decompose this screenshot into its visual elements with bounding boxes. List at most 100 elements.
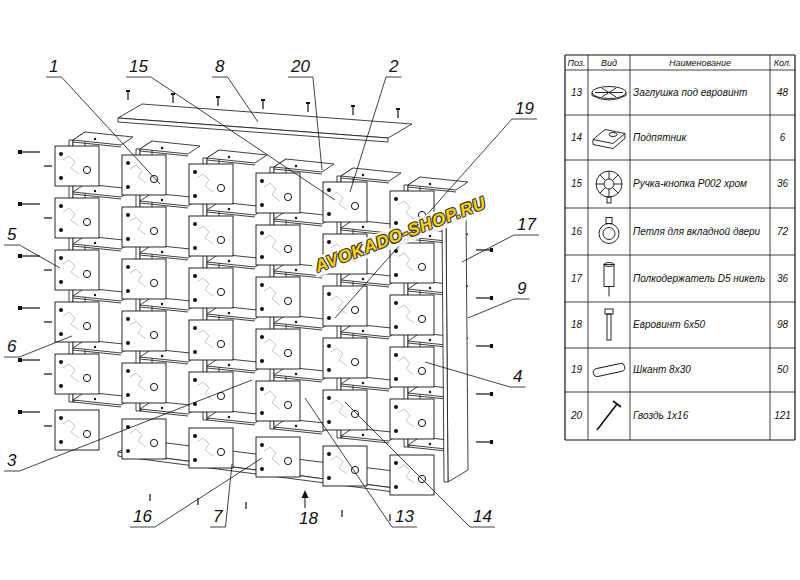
screw-mark xyxy=(172,95,173,103)
hinge-dot xyxy=(193,434,197,438)
dowel-icon xyxy=(593,363,626,377)
hinge-dot xyxy=(59,332,63,336)
hinge-dot xyxy=(260,443,264,447)
cap-icon xyxy=(592,87,626,99)
pad-edge xyxy=(593,134,625,149)
euro-screw xyxy=(476,441,490,442)
cap-edge xyxy=(592,93,626,101)
holder-dot xyxy=(295,373,297,375)
holder-dot xyxy=(228,260,230,262)
screw-head xyxy=(490,344,493,348)
hinge-dot xyxy=(59,228,63,232)
holder-dot xyxy=(429,287,431,289)
table-cell: Ручка-кнопка Р002 хром xyxy=(630,160,770,208)
hinge-dot xyxy=(59,256,63,260)
door-knob xyxy=(217,236,224,243)
hinge-cup xyxy=(603,228,615,240)
door-knob xyxy=(351,358,358,365)
hinge-dot xyxy=(126,369,130,373)
door-texture xyxy=(398,305,414,323)
euro-screw xyxy=(22,151,40,152)
door-knob xyxy=(351,202,358,209)
knob-rib xyxy=(614,184,622,185)
door-knob xyxy=(284,297,291,304)
door-panel xyxy=(323,286,367,326)
hinge-dot xyxy=(394,429,398,433)
table-cell: 19 xyxy=(565,348,588,392)
callout-underline xyxy=(470,527,495,528)
table-rule xyxy=(770,55,771,440)
door-texture xyxy=(197,226,213,244)
arrow-head xyxy=(302,490,309,498)
holder-dot xyxy=(94,242,96,244)
callout-number: 18 xyxy=(298,510,319,528)
door-knob xyxy=(217,448,224,455)
hinge-dot xyxy=(59,152,63,156)
hinge-dot xyxy=(193,350,197,354)
hinge-dot xyxy=(193,246,197,250)
hinge-dot xyxy=(126,289,130,293)
hinge-dot xyxy=(59,384,63,388)
part-icon xyxy=(593,363,626,377)
leader-line xyxy=(462,235,514,262)
dowel-mark xyxy=(44,321,52,322)
door-knob xyxy=(83,166,90,173)
callout-number: 5 xyxy=(6,226,17,244)
holder-dot xyxy=(228,364,230,366)
door-knob xyxy=(217,184,224,191)
part-icon xyxy=(605,309,613,340)
door-panel xyxy=(55,302,99,342)
callout-number: 14 xyxy=(472,508,493,526)
table-rule xyxy=(565,160,795,161)
door-knob xyxy=(83,374,90,381)
door-texture xyxy=(197,174,213,192)
euro-screw xyxy=(22,359,40,360)
hinge-dot xyxy=(260,411,264,415)
door-texture xyxy=(264,183,280,201)
callout-number: 9 xyxy=(516,280,527,298)
hinge-dot xyxy=(394,485,398,489)
part-icon xyxy=(604,263,614,297)
hinge-dot xyxy=(59,204,63,208)
door-panel xyxy=(55,146,99,186)
door-texture xyxy=(197,278,213,296)
callout-underline xyxy=(46,77,61,78)
table-rule xyxy=(565,302,795,303)
table-cell: 20 xyxy=(565,392,588,440)
door-panel xyxy=(323,390,367,430)
screw-mark xyxy=(352,107,353,115)
holder-dot xyxy=(429,443,431,445)
holder-dot xyxy=(429,339,431,341)
hinge-dot xyxy=(126,393,130,397)
hinge-dot xyxy=(126,265,130,269)
screw-head xyxy=(351,105,355,107)
hinge-dot xyxy=(193,378,197,382)
door-texture xyxy=(264,235,280,253)
holder-dot xyxy=(161,355,163,357)
screw-mark xyxy=(341,510,342,517)
holder-dot xyxy=(161,147,163,149)
table-header: Вид xyxy=(588,55,630,70)
holder-dot xyxy=(362,434,364,436)
door-panel xyxy=(55,250,99,290)
part-icon xyxy=(597,401,621,430)
holder-dot xyxy=(94,346,96,348)
door-knob xyxy=(418,367,425,374)
door-panel xyxy=(323,338,367,378)
cap-rib xyxy=(595,92,609,93)
door-texture xyxy=(398,357,414,375)
hinge-dot xyxy=(193,222,197,226)
right-side-panel xyxy=(446,208,468,482)
screw-mark xyxy=(397,110,398,118)
callout-underline xyxy=(212,77,227,78)
table-cell: 36 xyxy=(770,160,795,208)
table-rule xyxy=(565,255,795,256)
leader-line xyxy=(19,245,60,268)
cap-rib xyxy=(602,88,609,92)
hinge-dot xyxy=(327,368,331,372)
knob-rib xyxy=(609,171,610,179)
hinge-dot xyxy=(193,458,197,462)
table-cell: 50 xyxy=(770,348,795,392)
table-cell: 121 xyxy=(770,392,795,440)
holder-dot xyxy=(94,138,96,140)
